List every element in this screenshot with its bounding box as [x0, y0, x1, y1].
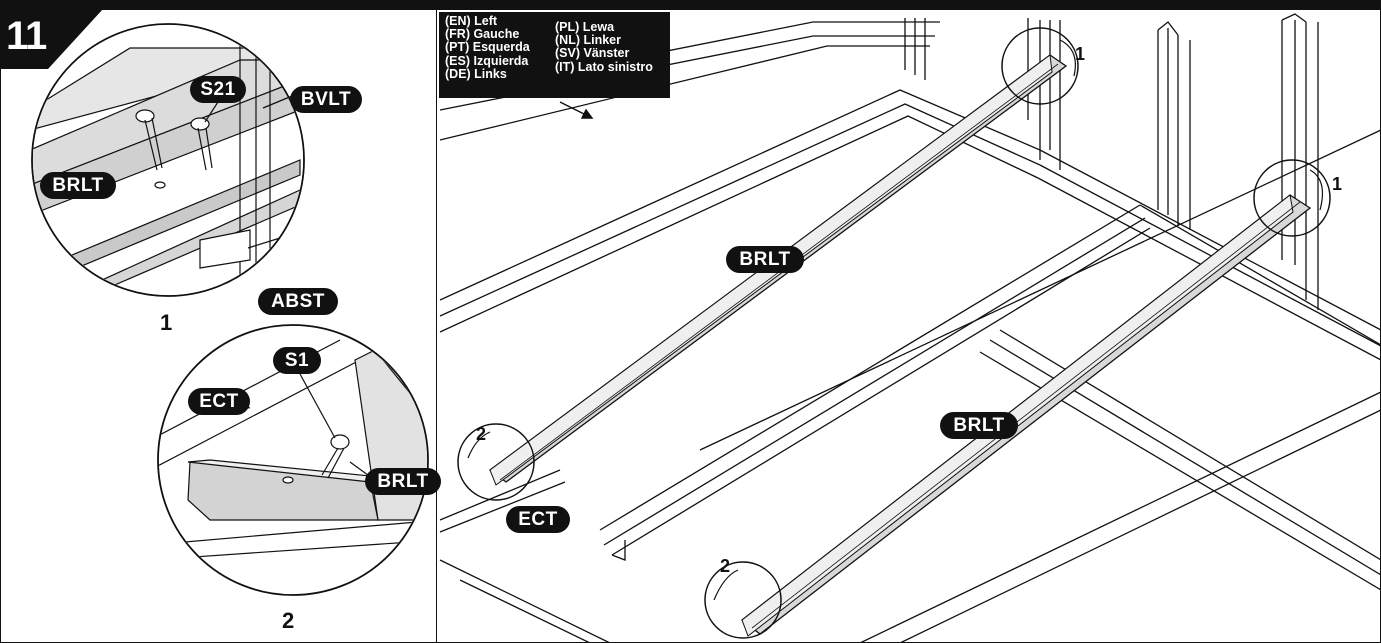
legend-item: (IT) Lato sinistro: [555, 59, 653, 74]
callout-2-bottom: 2: [720, 556, 731, 576]
label-s21: S21: [190, 76, 246, 103]
legend-item: (EN) Left: [445, 14, 498, 28]
detail-2-caption: 2: [282, 608, 295, 633]
callout-2-left: 2: [476, 424, 487, 444]
rail-lower-shape: [740, 194, 1312, 637]
step-number: 11: [6, 14, 47, 58]
callout-arcs: [467, 39, 1323, 601]
floor-frame-lines: [439, 13, 1381, 643]
legend-item: (DE) Links: [445, 66, 507, 81]
label-abst: ABST: [258, 288, 338, 315]
callout-1-upper: 1: [1075, 44, 1086, 64]
step-tab-shape: [0, 9, 103, 69]
legend-item: (SV) Vänster: [555, 46, 630, 61]
legend-column-2: (PL) Lewa (NL) Linker (SV) Vänster (IT) …: [555, 20, 653, 74]
side-legend: (EN) Left (FR) Gauche (PT) Esquerda (ES)…: [439, 12, 670, 98]
left-side-arrow: [559, 101, 594, 119]
callout-1-lower: 1: [1332, 174, 1343, 194]
label-ect-detail: ECT: [188, 388, 250, 415]
header-bar: [0, 0, 1381, 9]
detail-1-illustration: [31, 23, 305, 297]
callout-circles: [457, 27, 1331, 639]
label-ect-main: ECT: [506, 506, 570, 533]
label-brlt-lower: BRLT: [940, 412, 1018, 439]
legend-item: (PL) Lewa: [555, 20, 615, 34]
label-brlt-upper: BRLT: [726, 246, 804, 273]
legend-item: (ES) Izquierda: [445, 53, 529, 68]
label-brlt-detail-2: BRLT: [365, 468, 441, 495]
legend-item: (PT) Esquerda: [445, 40, 530, 55]
label-brlt-detail: BRLT: [40, 172, 116, 199]
label-bvlt: BVLT: [290, 86, 362, 113]
legend-column-1: (EN) Left (FR) Gauche (PT) Esquerda (ES)…: [445, 14, 530, 81]
legend-item: (FR) Gauche: [445, 27, 520, 42]
legend-item: (NL) Linker: [555, 33, 621, 48]
label-s1: S1: [273, 347, 321, 374]
detail-1-caption: 1: [160, 310, 173, 335]
